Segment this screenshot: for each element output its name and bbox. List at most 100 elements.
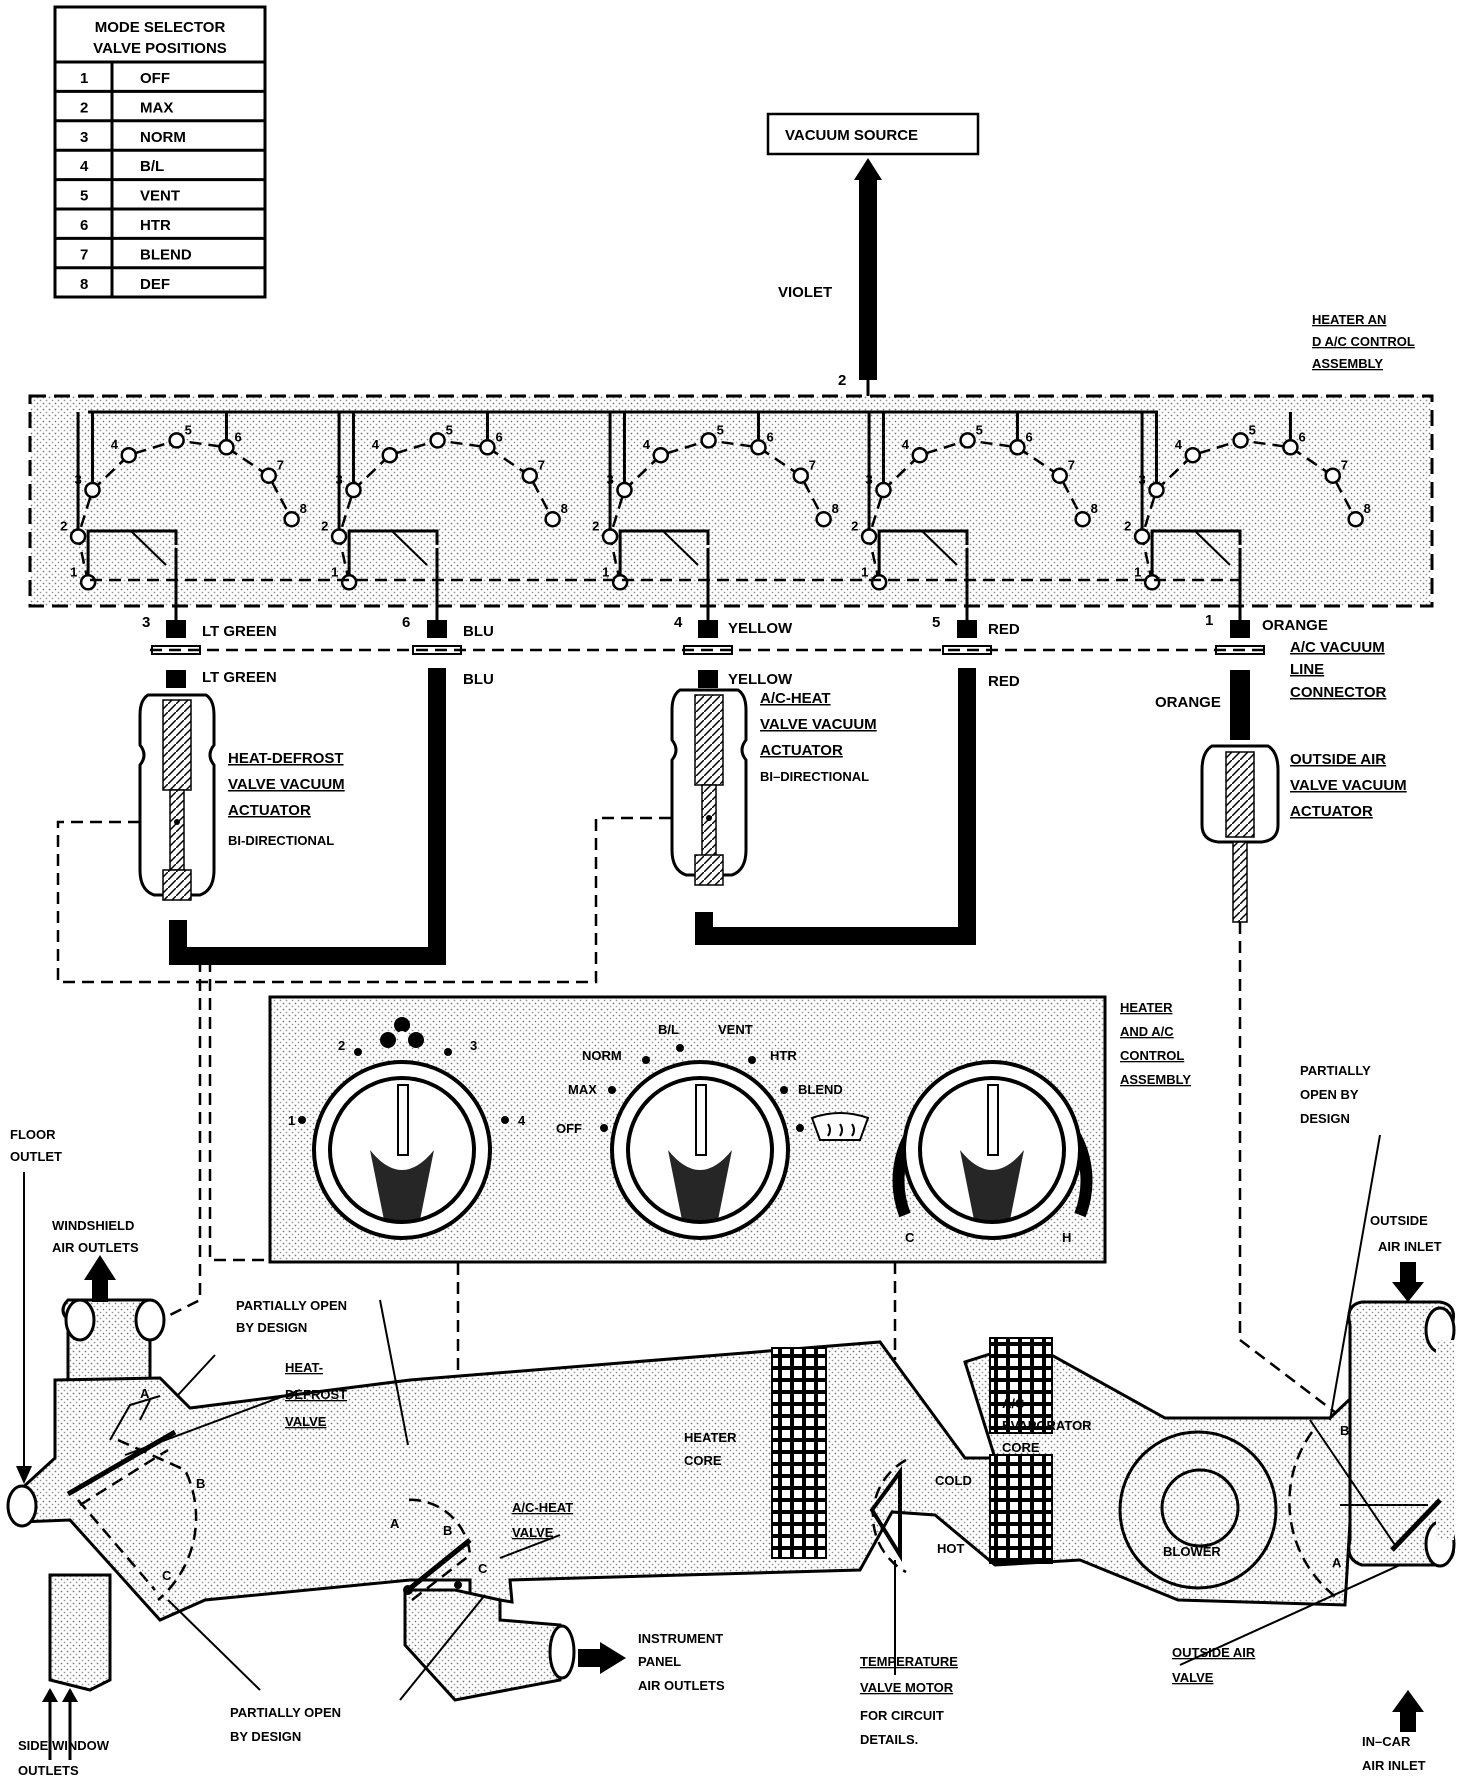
diagram-labels: FLOOR OUTLET WINDSHIELD AIR OUTLETS PART… [10,1063,1442,1778]
temp-hot: H [1062,1230,1071,1245]
valve-port [283,510,300,528]
control-assembly-top-label: HEATER AN D A/C CONTROL ASSEMBLY [1312,312,1415,371]
in-car-inlet-label: IN–CAR [1362,1734,1411,1749]
table-row-number: 4 [80,158,89,175]
connector-label: A/C VACUUM LINE CONNECTOR [1290,639,1387,701]
valve-port [792,467,809,484]
svg-text:B: B [1340,1423,1349,1438]
svg-text:EVAPORATOR: EVAPORATOR [1002,1418,1092,1433]
port-6-number: 6 [402,614,410,631]
valve-port-number: 1 [602,564,609,579]
mode-bl: B/L [658,1022,679,1037]
hose-red-top: RED [988,621,1020,638]
valve-arc [337,439,554,583]
valve-port-number: 2 [851,519,858,534]
valve-port-number: 5 [1249,422,1256,437]
temp-valve-motor-label: TEMPERATURE [860,1654,958,1669]
hd-actuator-line4: BI-DIRECTIONAL [228,833,334,848]
valve-port [1347,510,1364,528]
valve-port-number: 7 [277,458,284,473]
valve-port-number: 4 [643,437,651,452]
hose-orange-bottom: ORANGE [1155,694,1221,711]
temperature-knob[interactable] [892,1060,1093,1240]
valve-port [1133,528,1151,545]
svg-text:ASSEMBLY: ASSEMBLY [1312,356,1383,371]
table-row-mode: VENT [140,188,180,205]
partially-open-right-label: PARTIALLY [1300,1063,1371,1078]
floor-outlet-label: FLOOR [10,1127,56,1142]
svg-text:LINE: LINE [1290,661,1324,678]
valve-arc [76,439,293,583]
valve-port-number: 6 [766,429,773,444]
mode-max: MAX [568,1082,597,1097]
outside-air-actuator: OUTSIDE AIR VALVE VACUUM ACTUATOR [1200,744,1407,923]
svg-text:OPEN BY: OPEN BY [1300,1087,1359,1102]
valve-port [1282,439,1299,456]
valve-port-number: 2 [1124,519,1131,534]
outside-air-inlet-label: OUTSIDE [1370,1213,1428,1228]
hose-blu-bottom: BLU [463,671,494,688]
svg-text:AIR INLET: AIR INLET [1362,1758,1426,1773]
mode-selector-knob[interactable] [610,1060,790,1240]
svg-text:B: B [443,1523,452,1538]
table-row-number: 1 [80,70,88,87]
valve-port-number: 2 [321,519,328,534]
cold-label: COLD [935,1473,972,1488]
svg-text:VALVE: VALVE [1172,1670,1214,1685]
svg-text:DESIGN: DESIGN [1300,1111,1350,1126]
panel-label: HEATER AND A/C CONTROL ASSEMBLY [1120,1000,1191,1087]
heater-core-label: HEATER [684,1430,737,1445]
valve-port-number: 4 [111,437,119,452]
svg-text:B: B [196,1476,205,1491]
svg-text:CONNECTOR: CONNECTOR [1290,684,1387,701]
svg-text:AIR OUTLETS: AIR OUTLETS [638,1678,725,1693]
heat-defrost-actuator: HEAT-DEFROST VALVE VACUUM ACTUATOR BI-DI… [138,693,345,901]
hose-lt-green-top: LT GREEN [202,623,277,640]
vacuum-source-label: VACUUM SOURCE [785,127,918,144]
valve-port-number: 8 [1091,501,1098,516]
svg-text:AIR OUTLETS: AIR OUTLETS [52,1240,139,1255]
svg-text:A/C VACUUM: A/C VACUUM [1290,639,1385,656]
valve-port [1143,574,1161,591]
valve-port [616,481,633,499]
instrument-panel-label: INSTRUMENT [638,1631,723,1646]
valve-port-number: 5 [717,422,724,437]
hose-blu-top: BLU [463,623,494,640]
valve-port-number: 5 [446,422,453,437]
blower-label: BLOWER [1163,1544,1221,1559]
svg-text:BY DESIGN: BY DESIGN [236,1320,307,1335]
heat-defrost-valve-label: HEAT- [285,1360,323,1375]
svg-text:FOR CIRCUIT: FOR CIRCUIT [860,1708,944,1723]
table-row-number: 8 [80,276,88,293]
table-row-mode: MAX [140,99,173,116]
svg-text:DEFROST: DEFROST [285,1387,347,1402]
valve-port-number: 6 [495,429,502,444]
svg-text:BY DESIGN: BY DESIGN [230,1729,301,1744]
fan-pos-4: 4 [518,1113,526,1128]
ach-actuator-line2: VALVE VACUUM [760,716,877,733]
fan-icon [380,1017,424,1048]
valve-port [1009,439,1026,456]
valve-port [1051,467,1068,484]
valve-port-number: 3 [74,472,81,487]
valve-port-number: 4 [1175,437,1183,452]
valve-port [750,439,767,456]
valve-arc [867,439,1084,583]
fan-speed-knob[interactable] [312,1060,492,1240]
svg-text:CORE: CORE [1002,1440,1040,1455]
hose-orange-top: ORANGE [1262,617,1328,634]
svg-text:C: C [478,1561,488,1576]
svg-text:PANEL: PANEL [638,1654,681,1669]
mode-norm: NORM [582,1048,622,1063]
hd-actuator-line1: HEAT-DEFROST [228,750,344,767]
hd-actuator-line3: ACTUATOR [228,802,311,819]
valve-detent [1194,530,1231,566]
valve-port [870,574,888,591]
svg-text:VALVE: VALVE [512,1525,554,1540]
valve-port-number: 1 [331,564,338,579]
svg-text:OUTLET: OUTLET [10,1149,62,1164]
valve-port [652,446,670,464]
valve-port [1184,446,1202,464]
hose-yellow-bottom: YELLOW [728,671,793,688]
